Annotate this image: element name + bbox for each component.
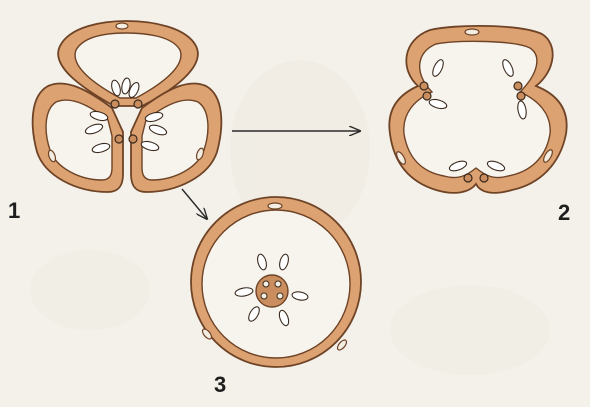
placenta [115, 135, 123, 143]
placenta [261, 293, 267, 299]
placenta [480, 174, 488, 182]
placenta [423, 92, 431, 100]
placenta [420, 82, 428, 90]
placenta [134, 100, 142, 108]
arrow-1-to-3 [182, 189, 207, 219]
central-column [256, 275, 288, 307]
placenta [111, 100, 119, 108]
stage-2-label: 2 [558, 200, 570, 226]
stage-3-label: 3 [214, 372, 226, 398]
placenta [464, 174, 472, 182]
placenta [514, 82, 522, 90]
ovary-stage-2 [389, 26, 566, 193]
ovary-stage-3 [191, 197, 361, 367]
placenta [517, 92, 525, 100]
ovary-cavity [404, 41, 550, 177]
vascular-bundle [465, 29, 479, 35]
placenta [277, 293, 283, 299]
ovary-stage-1 [33, 21, 222, 192]
placenta [263, 281, 269, 287]
vascular-bundle [116, 23, 128, 29]
vascular-bundle [268, 203, 282, 209]
placenta [275, 281, 281, 287]
placenta [129, 135, 137, 143]
stage-1-label: 1 [8, 198, 20, 224]
